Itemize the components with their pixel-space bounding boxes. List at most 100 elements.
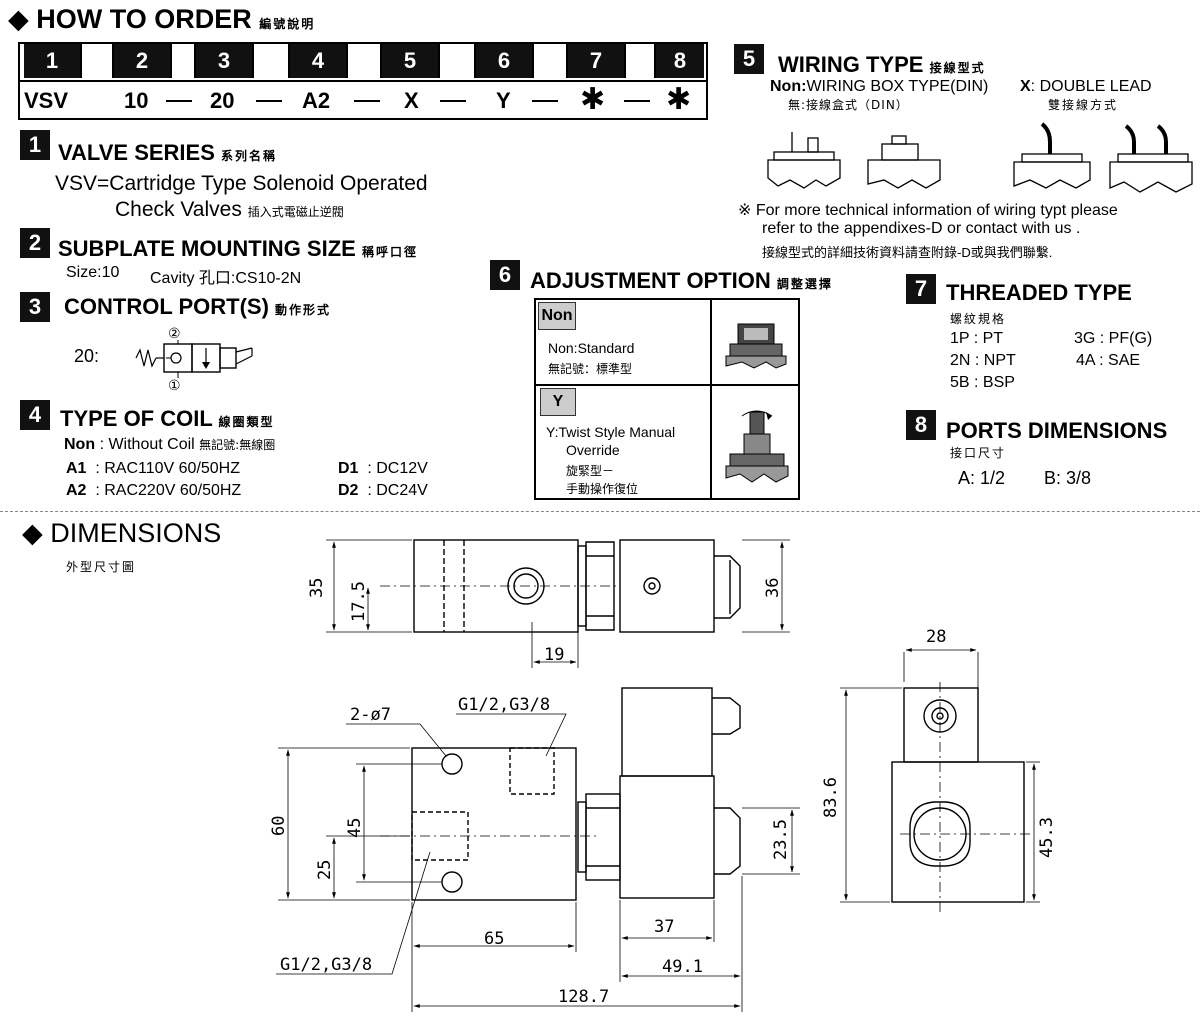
wiring-note-3: 接線型式的詳細技術資料請查附錄-D或與我們聯繫. (762, 245, 1053, 260)
threaded-title-cn: 螺紋規格 (950, 312, 1007, 326)
diamond-icon: ◆ (22, 518, 43, 548)
section-6-badge: 6 (490, 260, 520, 290)
subplate-heading: SUBPLATE MOUNTING SIZE 稱呼口徑 (58, 236, 418, 261)
adjustment-y-text-2: Override (566, 442, 620, 458)
code-1: VSV (24, 88, 69, 113)
dim-37: 37 (654, 917, 674, 937)
code-4: A2 (302, 88, 331, 113)
subplate-size: Size:10 (66, 264, 120, 281)
twist-adjuster-icon (725, 410, 789, 483)
dim-25: 25 (315, 860, 335, 880)
code-6: Y (496, 88, 511, 113)
position-7: 7 (568, 44, 624, 78)
code-8: ✱ (666, 83, 692, 116)
wiring-note-2: refer to the appendixes-D or contact wit… (762, 220, 1081, 237)
adjustment-heading: ADJUSTMENT OPTION 調整選擇 (530, 268, 833, 293)
section-divider (0, 511, 1200, 512)
ports-heading: PORTS DIMENSIONS (946, 418, 1168, 443)
threaded-heading: THREADED TYPE (946, 280, 1132, 305)
dimension-drawings: 35 17.5 19 36 28 83.6 45.3 60 45 25 23.5… (269, 539, 1057, 1012)
thread-top-label: G1/2,G3/8 (458, 695, 550, 715)
control-port-heading: CONTROL PORT(S) 動作形式 (64, 294, 332, 319)
port-1-label: ① (168, 378, 181, 394)
dim-65: 65 (484, 929, 504, 949)
dim-35: 35 (307, 578, 327, 598)
code-3: 20 (210, 88, 235, 113)
dim-49-1: 49.1 (662, 957, 703, 977)
port-a: A: 1/2 (958, 468, 1006, 488)
coil-a1: A1 : RAC110V 60/50HZ (66, 460, 241, 477)
wiring-x: X: DOUBLE LEAD (1020, 78, 1152, 95)
position-6: 6 (476, 44, 532, 78)
diamond-icon: ◆ (8, 4, 29, 34)
how-to-order-heading: ◆ HOW TO ORDER 編號說明 (8, 4, 316, 34)
section-1-badge: 1 (20, 130, 50, 160)
dim-36: 36 (763, 578, 783, 598)
port-b: B: 3/8 (1044, 468, 1092, 488)
wiring-note-1: ※ For more technical information of wiri… (738, 202, 1118, 219)
dim-17-5: 17.5 (349, 581, 369, 622)
adjustment-table: Non Non:Standard 無記號：標準型 Y Y:Twist Style… (534, 298, 800, 500)
thread-5b: 5B : BSP (950, 374, 1015, 391)
dimensions-heading: ◆ DIMENSIONS (22, 518, 222, 548)
adjustment-y-text: Y:Twist Style Manual (546, 424, 676, 440)
coil-d1: D1 : DC12V (338, 460, 428, 477)
position-4: 4 (290, 44, 346, 78)
coil-heading: TYPE OF COIL 線圈類型 (60, 406, 275, 431)
thread-1p: 1P : PT (950, 330, 1004, 347)
code-7: ✱ (580, 83, 606, 116)
section-2-badge: 2 (20, 228, 50, 258)
dim-23-5: 23.5 (771, 819, 791, 860)
position-1: 1 (24, 44, 80, 78)
control-port-symbol: ② ① (135, 326, 253, 394)
dim-83-6: 83.6 (821, 777, 841, 818)
adjustment-tag-y: Y (540, 388, 576, 416)
valve-series-heading: VALVE SERIES 系列名稱 (58, 140, 278, 165)
wiring-x-cn: 雙接線方式 (1048, 98, 1119, 112)
dim-128-7: 128.7 (558, 987, 609, 1007)
section-3-badge: 3 (20, 292, 50, 322)
dim-28: 28 (926, 627, 946, 647)
section-5-badge: 5 (734, 44, 764, 74)
port-2-label: ② (168, 326, 181, 342)
ports-title-cn: 接口尺寸 (950, 446, 1007, 460)
wiring-heading: WIRING TYPE 接線型式 (778, 52, 986, 77)
wiring-non: Non:WIRING BOX TYPE(DIN) (770, 78, 989, 95)
coil-a2: A2 : RAC220V 60/50HZ (66, 482, 242, 499)
wiring-non-cn: 無:接線盒式（DIN） (788, 98, 909, 112)
thread-4a: 4A : SAE (1076, 352, 1141, 369)
adjustment-non-cn: 無記號：標準型 (548, 362, 633, 376)
holes-label: 2-ø7 (350, 705, 391, 725)
position-3: 3 (196, 44, 252, 78)
coil-d2: D2 : DC24V (338, 482, 428, 499)
wiring-illustrations (767, 122, 1193, 193)
valve-series-line1: VSV=Cartridge Type Solenoid Operated (55, 172, 428, 195)
subplate-cavity: Cavity 孔口:CS10-2N (150, 270, 302, 287)
section-8-badge: 8 (906, 410, 936, 440)
adjustment-tag-non: Non (538, 302, 576, 330)
code-2: 10 (124, 88, 149, 113)
how-to-order-title-cn: 編號說明 (259, 17, 316, 31)
thread-2n: 2N : NPT (950, 352, 1016, 369)
standard-adjuster-icon (725, 323, 787, 369)
adjustment-non-text: Non:Standard (548, 340, 635, 356)
dim-45: 45 (345, 818, 365, 838)
coil-non: Non : Without Coil 無記號:無線圈 (64, 436, 276, 453)
dim-19: 19 (544, 645, 564, 665)
dimensions-title-cn: 外型尺寸圖 (66, 560, 137, 574)
thread-bottom-label: G1/2,G3/8 (280, 955, 372, 975)
code-5: X (404, 88, 419, 113)
position-8: 8 (656, 44, 704, 78)
position-5: 5 (382, 44, 438, 78)
position-2: 2 (114, 44, 170, 78)
valve-series-line2: Check Valves 插入式電磁止逆閥 (115, 198, 344, 221)
adjustment-y-cn-2: 手動操作復位 (566, 482, 639, 496)
order-code-table: 1 2 3 4 5 6 7 8 VSV 10 20 A2 X Y ✱ ✱ (18, 42, 708, 120)
dim-45-3: 45.3 (1037, 817, 1057, 858)
dim-60: 60 (269, 816, 289, 836)
order-code-row: VSV 10 20 A2 X Y ✱ ✱ (20, 80, 706, 120)
section-4-badge: 4 (20, 400, 50, 430)
control-port-code: 20: (74, 346, 100, 366)
thread-3g: 3G : PF(G) (1074, 330, 1153, 347)
section-7-badge: 7 (906, 274, 936, 304)
